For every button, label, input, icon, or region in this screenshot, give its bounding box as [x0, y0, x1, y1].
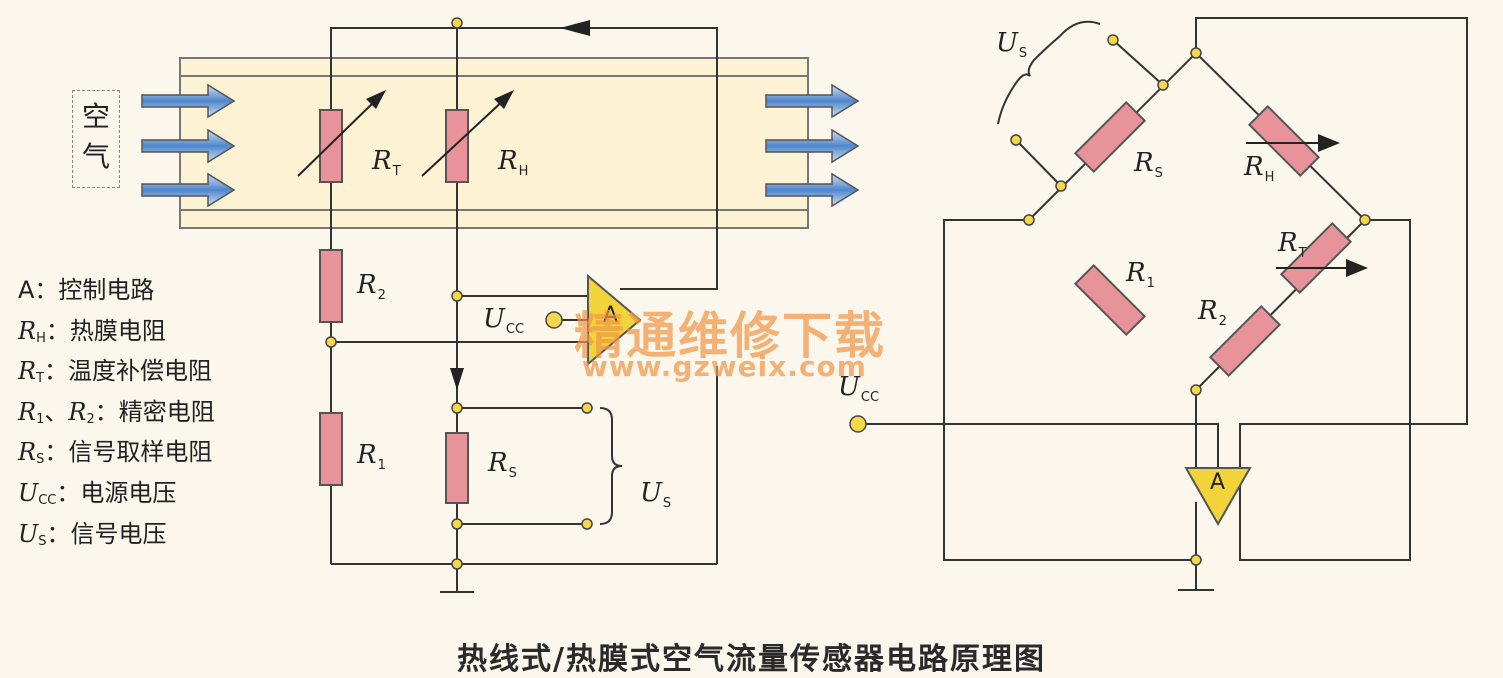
variable-arrowhead-RT — [366, 90, 386, 109]
right-circuit-wires — [866, 17, 1468, 591]
legend-row-R1R2: R1、R2：精密电阻 — [18, 397, 215, 427]
legend: A：控制电路 RH：热膜电阻 RT：温度补偿电阻 R1、R2：精密电阻 RS：信… — [18, 270, 215, 554]
watermark-url: www.gzweix.com — [582, 350, 867, 383]
variable-resistor-arrows — [297, 97, 507, 177]
air-label: 空气 — [72, 90, 120, 188]
air-duct — [179, 57, 809, 229]
right-resistor-RS — [1073, 100, 1147, 174]
right-label-RT: RT — [1278, 228, 1307, 261]
right-resistor-R1 — [1073, 263, 1147, 337]
right-arrowhead-RH — [1318, 134, 1340, 152]
left-resistor-R1 — [319, 412, 343, 486]
left-label-RT: RT — [372, 146, 401, 179]
legend-row-RS: RS：信号取样电阻 — [18, 438, 213, 468]
left-brace-Us — [599, 407, 623, 525]
left-nodes — [325, 17, 593, 570]
right-amplifier-A — [1184, 467, 1252, 527]
right-label-R1: R1 — [1126, 258, 1155, 291]
left-label-RS: RS — [488, 448, 517, 481]
left-resistor-RH — [445, 109, 469, 183]
air-label-text: 空气 — [81, 100, 110, 173]
right-label-RS: RS — [1134, 148, 1163, 181]
figure-title: 热线式/热膜式空气流量传感器电路原理图 — [457, 642, 1046, 677]
watermark-cn: 精通维修下载 — [574, 307, 886, 365]
left-label-Us: US — [640, 478, 672, 511]
right-arrowhead-RT — [1346, 259, 1368, 277]
current-arrow-mid — [450, 368, 464, 390]
right-amp-letter: A — [1210, 470, 1226, 495]
right-label-Ucc: UCC — [838, 372, 880, 405]
left-label-R1: R1 — [357, 440, 386, 473]
airflow-arrows — [141, 83, 860, 208]
legend-row-Us: US：信号电压 — [18, 519, 167, 549]
right-label-RH: RH — [1244, 152, 1275, 185]
right-brace-Us — [997, 20, 1101, 125]
current-arrow-top — [560, 20, 590, 36]
legend-row-RT: RT：温度补偿电阻 — [18, 357, 213, 387]
left-resistors — [319, 109, 469, 504]
left-label-Ucc: UCC — [483, 304, 525, 337]
legend-row-RH: RH：热膜电阻 — [18, 316, 166, 346]
left-label-RH: RH — [498, 146, 529, 179]
right-variable-arrows — [1246, 142, 1352, 269]
right-resistor-RH — [1247, 104, 1321, 178]
legend-row-Ucc: UCC：电源电压 — [18, 478, 177, 508]
left-amp-letter: A — [603, 303, 619, 328]
variable-arrowhead-RH — [494, 90, 514, 109]
left-label-R2: R2 — [357, 270, 386, 303]
right-resistors — [1073, 100, 1353, 378]
left-circuit-wires — [330, 27, 718, 593]
left-resistor-R2 — [319, 249, 343, 323]
left-amplifier-A — [587, 273, 642, 367]
left-resistor-RT — [319, 109, 343, 183]
right-label-R2: R2 — [1198, 296, 1227, 329]
right-resistor-R2 — [1208, 304, 1282, 378]
legend-row-A: A：控制电路 — [18, 276, 155, 304]
left-resistor-RS — [445, 432, 469, 504]
right-nodes — [849, 34, 1371, 566]
right-label-Us: US — [996, 28, 1028, 61]
